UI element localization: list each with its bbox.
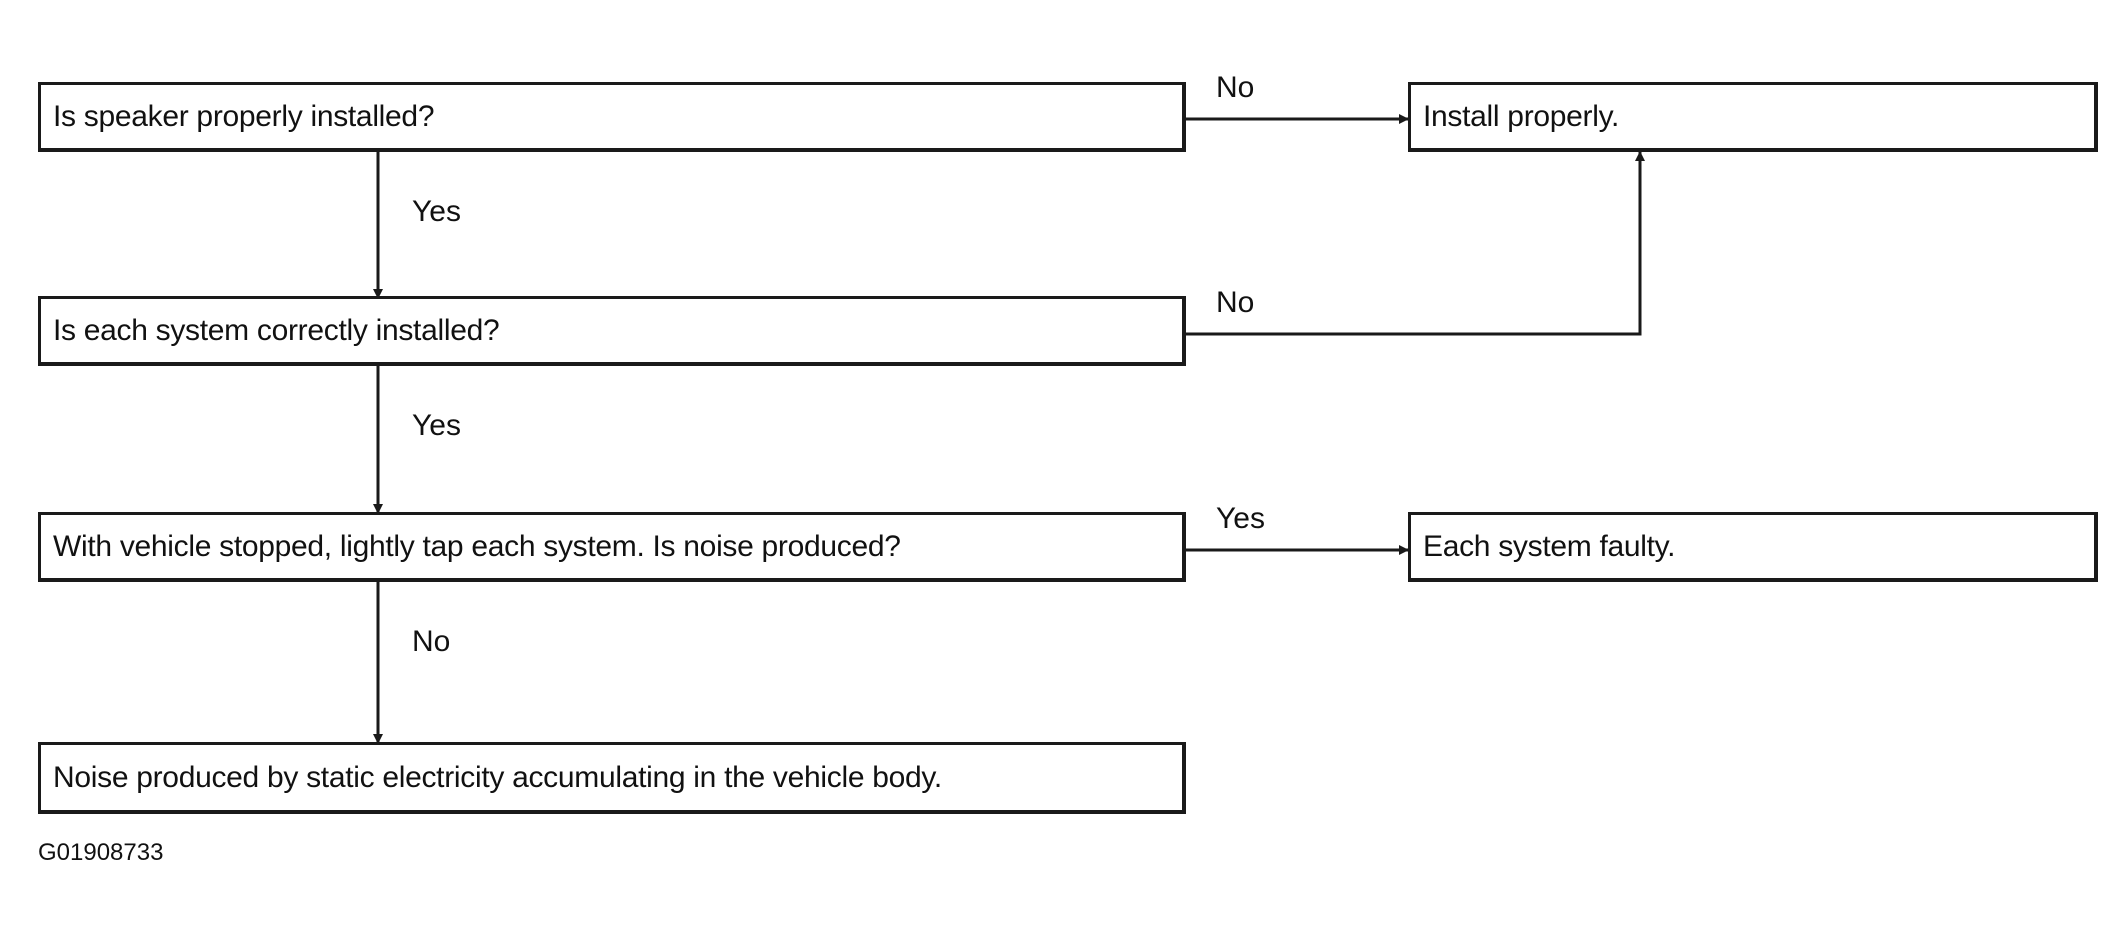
result-static-electricity: Noise produced by static electricity acc… bbox=[38, 742, 1186, 814]
question-system-installed-text: Is each system correctly installed? bbox=[53, 313, 500, 347]
question-speaker-installed: Is speaker properly installed? bbox=[38, 82, 1186, 152]
label-q1-yes: Yes bbox=[412, 195, 461, 228]
figure-code: G01908733 bbox=[38, 839, 164, 866]
question-speaker-installed-text: Is speaker properly installed? bbox=[53, 99, 435, 133]
result-system-faulty: Each system faulty. bbox=[1408, 512, 2098, 582]
action-install-properly-text: Install properly. bbox=[1423, 99, 1620, 133]
question-tap-system-noise-text: With vehicle stopped, lightly tap each s… bbox=[53, 529, 901, 563]
label-q3-no: No bbox=[412, 625, 451, 658]
label-q2-yes: Yes bbox=[412, 409, 461, 442]
result-system-faulty-text: Each system faulty. bbox=[1423, 529, 1676, 563]
result-static-electricity-text: Noise produced by static electricity acc… bbox=[53, 760, 942, 794]
question-tap-system-noise: With vehicle stopped, lightly tap each s… bbox=[38, 512, 1186, 582]
label-q2-no: No bbox=[1216, 286, 1255, 319]
action-install-properly: Install properly. bbox=[1408, 82, 2098, 152]
label-q3-yes: Yes bbox=[1216, 502, 1265, 535]
label-q1-no: No bbox=[1216, 71, 1255, 104]
question-system-installed: Is each system correctly installed? bbox=[38, 296, 1186, 366]
